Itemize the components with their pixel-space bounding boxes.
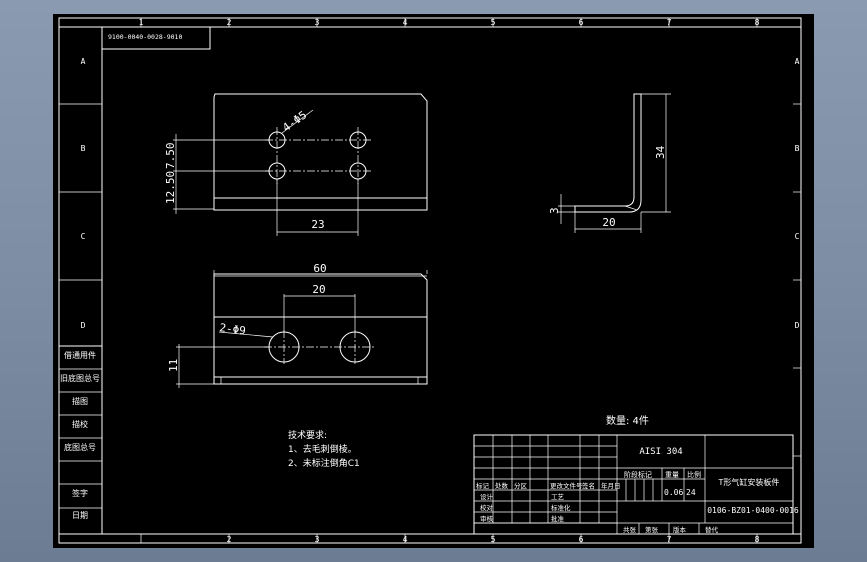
footer-label: 共张 [623, 525, 637, 534]
zone-col-label: 7 [667, 535, 672, 544]
revision-label: 处数 [495, 481, 509, 490]
inner-border [58, 26, 802, 535]
dim-hole-callout: 4-Φ5 [280, 108, 309, 134]
drawing-number-box [101, 26, 211, 50]
sheet-count: 24 [686, 488, 696, 497]
dim-hole-pitch: 20 [312, 283, 325, 296]
bottom-view: 60 20 2-Φ9 11 [167, 262, 428, 388]
zone-col-label: 7 [667, 18, 672, 27]
sign-label: 审核 [480, 514, 494, 523]
dim-vertical-upper: 7.50 [164, 143, 177, 170]
zone-col-label: 4 [403, 535, 408, 544]
label-scale: 比例 [687, 470, 701, 479]
stamp-label: 旧底图总号 [60, 373, 100, 383]
zone-ticks-right [793, 103, 801, 457]
title-block: AISI 304 T形气缸安装板件 0106-BZ01-0400-0016 阶段… [473, 434, 799, 535]
svg-text:技术要求:: 技术要求: [288, 429, 327, 441]
weight-value: 0.06 [664, 488, 683, 497]
outer-border [58, 17, 802, 544]
stamp-label: 签字 [72, 488, 88, 498]
zone-col-label: 1 [139, 18, 144, 27]
sign-label: 标准化 [551, 503, 571, 512]
zone-columns-top [140, 18, 758, 27]
cad-drawing: 1 2 3 4 5 6 7 8 2 3 4 5 6 7 8 A B C D A … [58, 17, 802, 544]
quantity-note: 数量: 4件 [606, 414, 649, 427]
footer-label: 版本 [673, 525, 687, 534]
revision-label: 分区 [514, 481, 528, 490]
material: AISI 304 [639, 447, 682, 457]
dim-side-thickness: 3 [548, 207, 561, 214]
technical-requirements: 技术要求: 1、去毛刺倒棱。 2、未标注倒角C1 [288, 429, 360, 469]
drawing-number-mirrored: 9100-0040-0028-9010 [108, 33, 182, 41]
zone-col-label: 8 [755, 535, 760, 544]
zone-row-label: A [81, 57, 86, 66]
zone-row-label: B [795, 144, 800, 153]
drawing-sheet: 1 2 3 4 5 6 7 8 2 3 4 5 6 7 8 A B C D A … [53, 14, 814, 548]
dim-overall-length: 60 [313, 262, 326, 275]
zone-row-label: D [795, 321, 800, 330]
sign-label: 批准 [551, 514, 565, 523]
footer-label: 替代 [705, 525, 719, 534]
dim-horizontal: 23 [311, 218, 324, 231]
dim-vertical-lower: 12.50 [164, 171, 177, 204]
zone-col-label: 6 [579, 18, 584, 27]
sign-label: 设计 [480, 492, 494, 501]
svg-text:2、未标注倒角C1: 2、未标注倒角C1 [288, 457, 360, 469]
label-weight: 重量 [665, 471, 679, 479]
left-stamp-table: 借通用件 旧底图总号 描图 描校 底图总号 签字 日期 [58, 345, 103, 535]
zone-col-label: 4 [403, 18, 408, 27]
revision-label: 年月日 [601, 481, 621, 490]
zone-col-label: 8 [755, 18, 760, 27]
stamp-label: 借通用件 [64, 350, 96, 360]
zone-row-label: D [81, 321, 86, 330]
revision-label: 标记 [476, 481, 490, 490]
part-name: T形气缸安装板件 [718, 477, 780, 487]
dim-side-length: 20 [602, 216, 615, 229]
revision-label: 更改文件号 [550, 481, 583, 490]
zone-row-label: A [795, 57, 800, 66]
dim-cylinder-hole-callout: 2-Φ9 [219, 321, 247, 338]
zone-row-label: B [81, 144, 86, 153]
sign-label: 校对 [480, 503, 494, 512]
stamp-label: 日期 [72, 511, 88, 520]
footer-label: 第张 [645, 525, 659, 534]
zone-col-label: 6 [579, 535, 584, 544]
zone-row-label: C [81, 232, 86, 241]
zone-col-label: 5 [491, 18, 496, 27]
dim-side-height: 34 [654, 145, 667, 159]
zone-col-label: 5 [491, 535, 496, 544]
zone-rows-left [59, 103, 102, 347]
zone-columns-bottom [140, 534, 758, 543]
drawing-number: 0106-BZ01-0400-0016 [707, 506, 799, 515]
sign-label: 工艺 [551, 493, 565, 501]
stamp-label: 描图 [72, 396, 88, 406]
dim-bottom-height: 11 [167, 359, 180, 372]
stamp-label: 底图总号 [64, 442, 96, 452]
label-stage: 阶段标记 [624, 470, 652, 479]
side-view: 34 3 20 [548, 93, 671, 233]
zone-col-label: 2 [227, 18, 232, 27]
revision-label: 签名 [582, 481, 595, 490]
svg-text:1、去毛刺倒棱。: 1、去毛刺倒棱。 [288, 443, 357, 455]
stamp-label: 描校 [72, 419, 88, 429]
zone-col-label: 2 [227, 535, 232, 544]
zone-row-label: C [795, 232, 800, 241]
zone-col-label: 3 [315, 535, 320, 544]
front-view: 4-Φ5 7.50 12.50 23 [164, 93, 428, 236]
zone-col-label: 3 [315, 18, 320, 27]
